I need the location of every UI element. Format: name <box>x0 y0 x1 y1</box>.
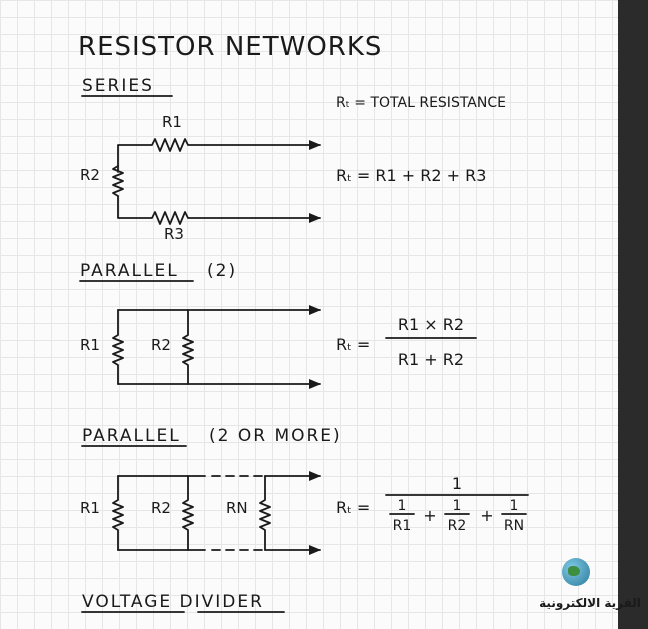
parallel-two-heading: PARALLEL <box>80 261 179 281</box>
series-label-r1: R1 <box>162 113 182 131</box>
parallel-n-resistor-r1 <box>112 475 124 551</box>
series-section: SERIES R1 R2 R3 Rₜ = TOTAL RESISTANCE Rₜ… <box>80 76 506 243</box>
parallel-n-term1-numerator: 1 <box>398 498 407 514</box>
parallel-two-label-r1: R1 <box>80 336 100 354</box>
globe-icon <box>562 558 590 586</box>
series-label-r2: R2 <box>80 166 100 184</box>
parallel-n-heading: PARALLEL <box>82 426 181 446</box>
parallel-n-term2-denominator: R2 <box>448 518 467 534</box>
series-top-wire-r1 <box>117 138 321 173</box>
parallel-two-label-r2: R2 <box>151 336 171 354</box>
series-formula: Rₜ = R1 + R2 + R3 <box>336 166 486 185</box>
parallel-n-heading-suffix: (2 OR MORE) <box>209 426 342 446</box>
parallel-n-label-r2: R2 <box>151 499 171 517</box>
parallel-two-heading-suffix: (2) <box>207 261 237 281</box>
parallel-two-numerator: R1 × R2 <box>398 315 464 334</box>
page-title: RESISTOR NETWORKS <box>78 32 382 62</box>
parallel-n-term3-denominator: RN <box>504 518 524 534</box>
voltage-divider-section: VOLTAGE DIVIDER <box>81 592 285 613</box>
parallel-n-term3-numerator: 1 <box>510 498 519 514</box>
series-bottom-wire-r3 <box>117 195 321 225</box>
parallel-two-section: PARALLEL (2) R1 R2 Rₜ = R1 × R2 R1 + R2 <box>79 261 477 389</box>
parallel-n-outer-numerator: 1 <box>452 474 462 493</box>
series-resistor-r2 <box>112 165 124 197</box>
parallel-two-resistor-r1 <box>112 309 124 385</box>
parallel-n-plus-2: + <box>480 506 493 525</box>
parallel-n-resistor-rn <box>259 475 271 551</box>
parallel-two-denominator: R1 + R2 <box>398 350 464 369</box>
total-resistance-definition: Rₜ = TOTAL RESISTANCE <box>336 95 506 111</box>
voltage-divider-heading: VOLTAGE DIVIDER <box>82 592 264 612</box>
series-heading: SERIES <box>82 76 154 96</box>
watermark-text: القرية الالكترونية <box>539 596 641 610</box>
resistor-networks-diagram: RESISTOR NETWORKS SERIES R1 R2 R3 Rₜ = T… <box>78 32 529 613</box>
parallel-n-label-r1: R1 <box>80 499 100 517</box>
parallel-n-label-rn: RN <box>226 499 248 517</box>
parallel-two-formula-lhs: Rₜ = <box>336 335 370 354</box>
parallel-n-formula-lhs: Rₜ = <box>336 498 370 517</box>
parallel-n-section: PARALLEL (2 OR MORE) R1 R2 RN Rₜ = 1 1 R… <box>80 426 529 555</box>
site-watermark: القرية الالكترونية <box>536 558 644 618</box>
parallel-n-plus-1: + <box>423 506 436 525</box>
parallel-n-term1-denominator: R1 <box>393 518 412 534</box>
parallel-n-resistor-r2 <box>182 475 194 551</box>
parallel-two-resistor-r2 <box>182 309 194 385</box>
series-label-r3: R3 <box>164 225 184 243</box>
notebook-page: RESISTOR NETWORKS SERIES R1 R2 R3 Rₜ = T… <box>0 0 618 629</box>
parallel-n-term2-numerator: 1 <box>453 498 462 514</box>
